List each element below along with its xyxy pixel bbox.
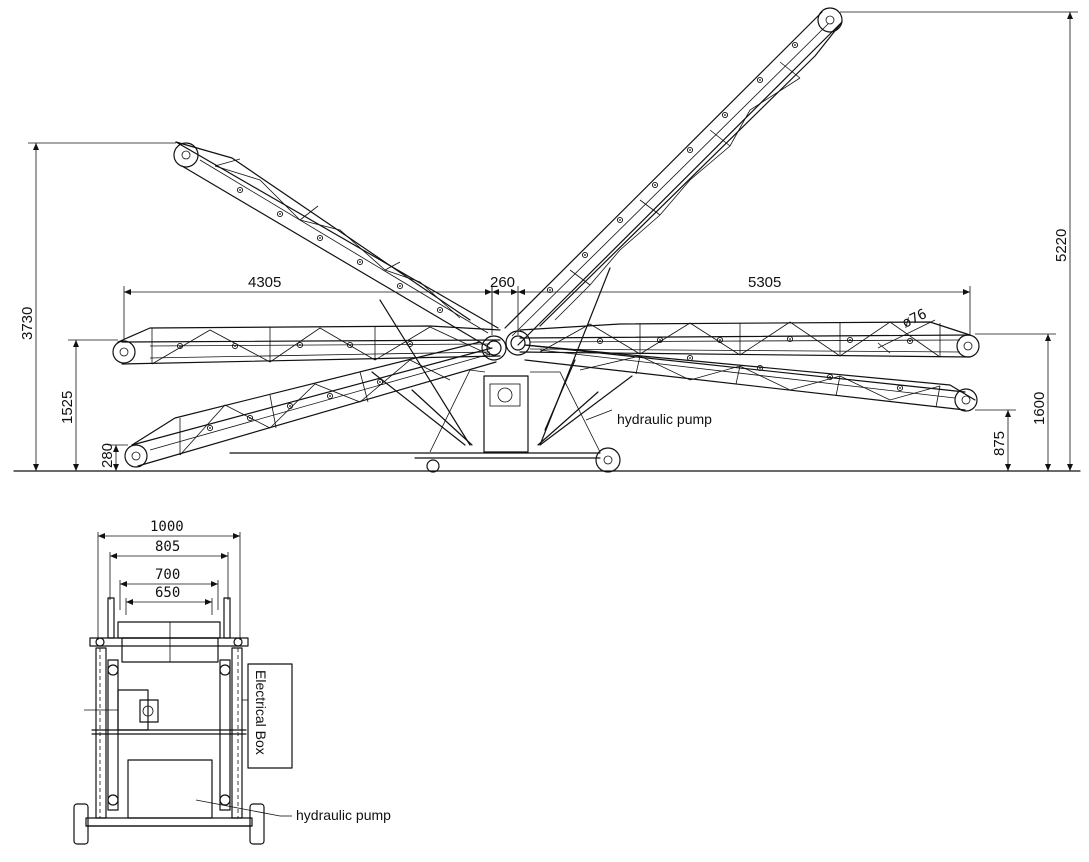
dim-label-roller-diameter: ø76 — [900, 306, 930, 331]
dim-label-left-raised-height: 3730 — [19, 307, 36, 340]
dim-left-low-height: 280 — [99, 443, 128, 471]
conveyor-right-lowered — [524, 344, 978, 412]
dim-label-belt-outer: 700 — [155, 567, 180, 583]
hydraulic-cylinders — [371, 267, 633, 446]
dim-label-left-length: 4305 — [248, 274, 281, 291]
dim-overall-width: 1000 — [97, 519, 241, 640]
label-electrical-box: Electrical Box — [253, 670, 269, 755]
dim-left-mid-height: 1525 — [59, 339, 118, 471]
front-frame — [73, 597, 293, 845]
dim-belt-outer: 700 — [119, 567, 219, 610]
dim-label-belt-inner: 650 — [155, 585, 180, 601]
dim-right-mid-height: 1600 — [975, 333, 1056, 471]
dim-label-frame-width: 805 — [155, 539, 180, 555]
dim-label-left-low-height: 280 — [99, 443, 116, 468]
label-hydraulic-pump-front: hydraulic pump — [296, 807, 391, 823]
dim-frame-width: 805 — [109, 539, 229, 600]
side-view: 4305 260 5305 5220 1600 — [13, 7, 1081, 473]
conveyor-right-raised — [504, 7, 843, 346]
pump-callout-front: hydraulic pump — [195, 799, 391, 823]
conveyor-left-lowered — [124, 341, 497, 468]
dim-belt-inner: 650 — [125, 585, 213, 615]
dim-label-center-gap: 260 — [490, 274, 515, 291]
dim-right-low-height: 875 — [975, 409, 1016, 471]
dim-label-max-height: 5220 — [1053, 229, 1070, 262]
dim-label-right-low-height: 875 — [991, 431, 1008, 456]
conveyor-horizontal-left — [112, 325, 501, 365]
dim-right-length: 5305 — [518, 274, 971, 335]
pump-callout-side: hydraulic pump — [585, 409, 712, 427]
dim-label-right-length: 5305 — [748, 274, 781, 291]
conveyor-left-raised — [173, 141, 499, 349]
chassis — [229, 369, 621, 473]
dim-label-right-mid-height: 1600 — [1031, 392, 1048, 425]
dim-max-height: 5220 — [840, 11, 1078, 471]
label-hydraulic-pump-side: hydraulic pump — [617, 411, 712, 427]
dim-left-raised-height: 3730 — [19, 142, 176, 471]
dim-label-overall-width: 1000 — [150, 519, 184, 535]
dim-label-left-mid-height: 1525 — [59, 391, 76, 424]
roller-diameter-callout: ø76 — [877, 306, 936, 354]
front-view: 1000 805 700 650 — [73, 519, 391, 845]
